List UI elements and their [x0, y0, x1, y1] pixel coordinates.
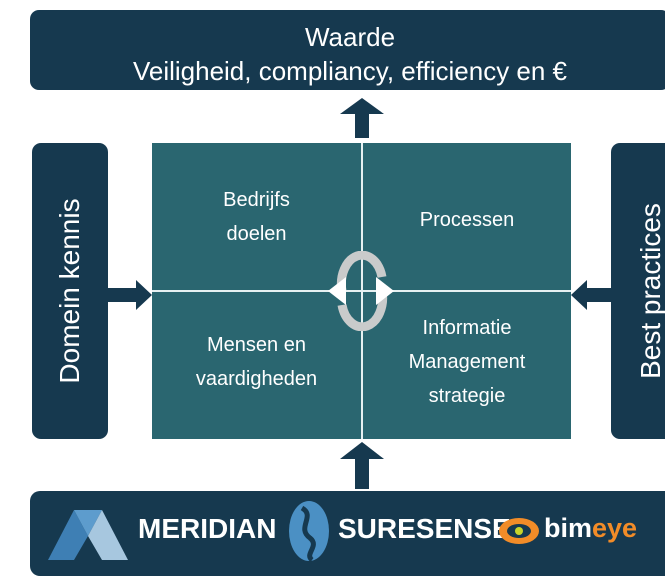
bimeye-logo-text: bimeye	[544, 513, 637, 544]
arrow-left-right	[571, 280, 611, 310]
value-box: Waarde Veiligheid, compliancy, efficienc…	[30, 10, 665, 90]
cycle-arrows-icon	[328, 251, 394, 331]
value-title: Waarde	[304, 22, 396, 52]
quadrant-business-goals: Bedrijfs doelen	[152, 183, 361, 251]
quadrant-text-line: Management	[408, 351, 526, 373]
suresense-logo-icon	[289, 501, 329, 562]
bimeye-logo-suffix: eye	[592, 513, 638, 543]
arrow-up-top	[340, 98, 384, 140]
meridian-logo-text: MERIDIAN	[138, 513, 277, 544]
quadrant-text-line: Informatie	[422, 317, 512, 339]
meridian-logo-icon	[48, 510, 128, 560]
best-practices-box: Best practices	[611, 143, 665, 439]
suresense-logo-text: SURESENSE	[338, 513, 511, 544]
bimeye-logo-prefix: bim	[544, 513, 593, 543]
quadrant-text-line: Mensen en	[207, 334, 306, 356]
quadrant-people-skills: Mensen en vaardigheden	[152, 328, 361, 396]
quadrant-text-line: Processen	[419, 209, 515, 231]
logo-strip: MERIDIAN SURESENSE bimeye	[30, 491, 665, 576]
quadrant-information-management: Informatie Management strategie	[363, 311, 571, 413]
best-practices-label: Best practices	[635, 203, 665, 379]
quadrant-divider-horizontal	[152, 290, 571, 292]
bimeye-logo-icon	[499, 518, 539, 544]
quadrant-text-line: Bedrijfs	[223, 189, 290, 211]
quadrant-text-line: doelen	[226, 223, 287, 245]
quadrant-text-line: strategie	[428, 385, 506, 407]
quadrant-text-line: vaardigheden	[195, 368, 318, 390]
arrow-right-left	[108, 280, 152, 310]
quadrant-matrix: Bedrijfs doelen Processen Mensen en vaar…	[152, 143, 571, 439]
domain-knowledge-box: Domein kennis	[32, 143, 108, 439]
quadrant-processes: Processen	[363, 203, 571, 237]
value-subtitle: Veiligheid, compliancy, efficiency en €	[132, 56, 568, 86]
arrow-up-bottom	[340, 442, 384, 490]
domain-knowledge-label: Domein kennis	[54, 198, 85, 384]
